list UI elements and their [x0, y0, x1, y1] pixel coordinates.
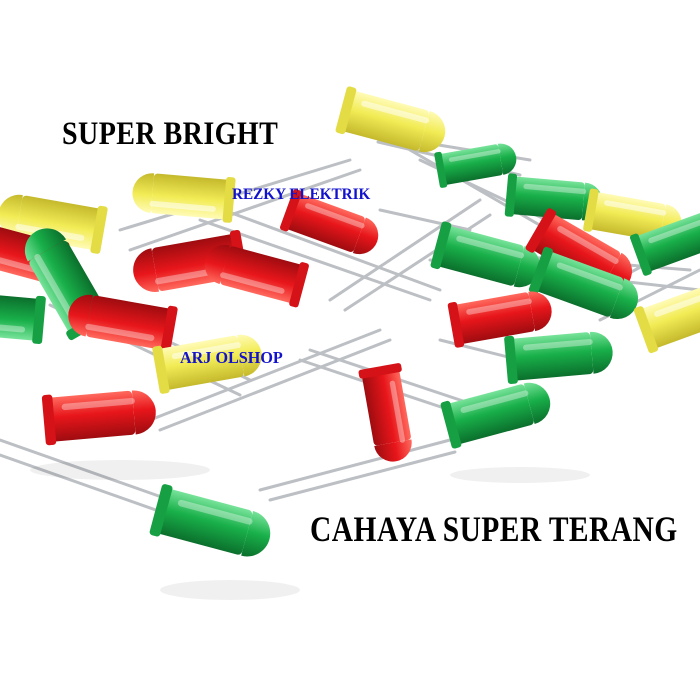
floor-shadow [30, 460, 590, 600]
super-bright-caption: SUPER BRIGHT [62, 116, 279, 152]
shop-name-watermark: REZKY ELEKTRIK [232, 186, 371, 203]
tagline-caption: CAHAYA SUPER TERANG [310, 509, 678, 549]
shop-handle-watermark: ARJ OLSHOP [180, 348, 283, 367]
